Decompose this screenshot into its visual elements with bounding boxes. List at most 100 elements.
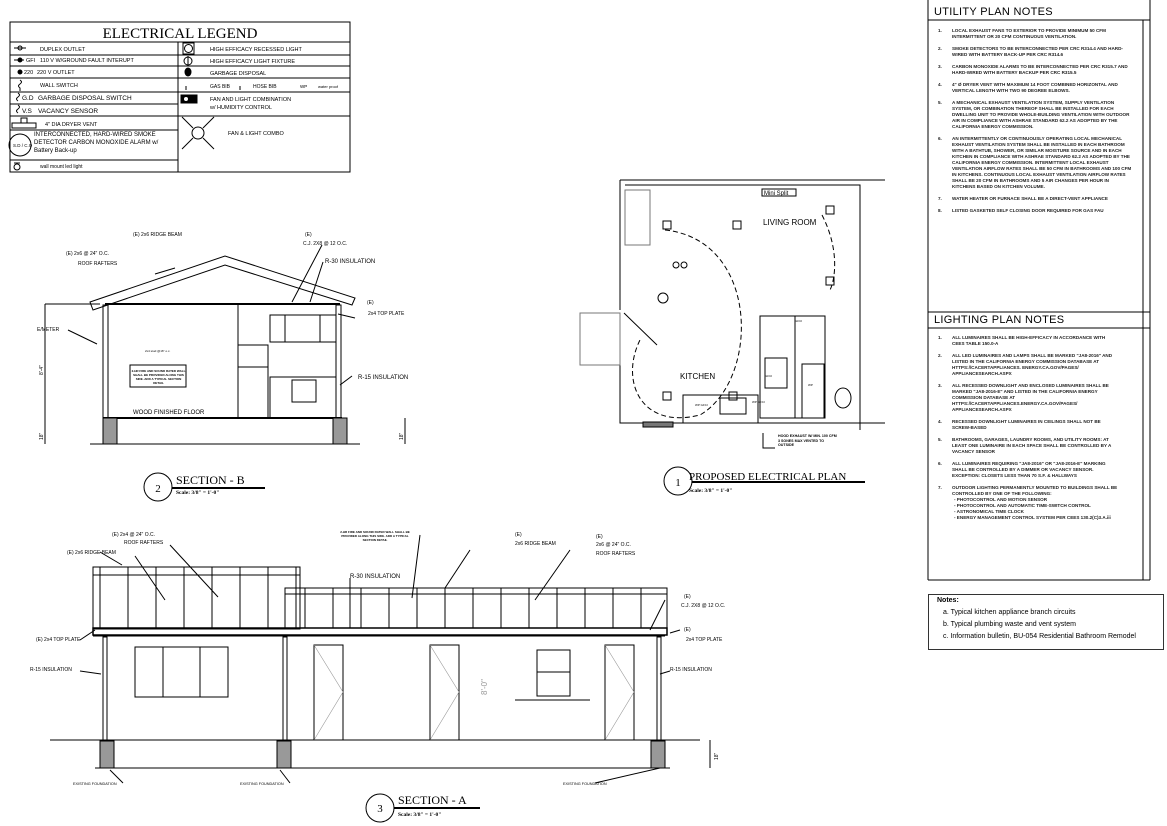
tag: WP GFCI bbox=[752, 400, 765, 404]
legend-label: 220 V OUTLET bbox=[37, 70, 75, 76]
label-top-plate: (E) bbox=[684, 627, 691, 633]
notes-frame bbox=[927, 0, 1151, 581]
label-top-plate: 2x4 TOP PLATE bbox=[368, 311, 405, 317]
note-item: 4.4" Ø DRYER VENT WITH MAXIMUM 14 FOOT C… bbox=[938, 82, 1118, 93]
vs-switch-icon bbox=[16, 104, 20, 114]
note-item: c. Information bulletin, BU-054 Resident… bbox=[943, 633, 1136, 640]
tag: WP bbox=[808, 383, 813, 387]
lighting-notes-list: 1.ALL LUMINAIRES SHALL BE HIGH-EFFICACY … bbox=[938, 335, 1118, 527]
legend-title: ELECTRICAL LEGEND bbox=[103, 26, 258, 42]
legend-label: HOSE BIB bbox=[253, 84, 277, 90]
garbage-disposal-icon bbox=[184, 67, 192, 77]
electrical-legend bbox=[8, 21, 351, 173]
legend-label: GARBAGE DISPOSAL bbox=[210, 71, 266, 77]
duplex-outlet-icon bbox=[14, 45, 26, 51]
note-item: 8.LISTED GASKETED SELF CLOSING DOOR REQU… bbox=[938, 208, 1104, 213]
label-top-plate: (E) bbox=[367, 300, 374, 306]
legend-label: FAN AND LIGHT COMBINATION bbox=[210, 97, 291, 103]
legend-code: S.D / C.O bbox=[13, 143, 33, 148]
legend-label: DUPLEX OUTLET bbox=[40, 47, 86, 53]
fan-light-icon bbox=[180, 94, 198, 104]
label-ceiling-joist: C.J. 2X8 @ 12 O.C. bbox=[303, 241, 347, 247]
label-top-plate: (E) 2x4 TOP PLATE bbox=[36, 637, 81, 643]
dryer-vent-icon bbox=[11, 117, 37, 129]
wall-light-icon bbox=[13, 162, 21, 171]
bib-icon bbox=[185, 86, 241, 90]
note-item: 1.ALL LUMINAIRES SHALL BE HIGH-EFFICACY … bbox=[938, 335, 1106, 346]
note-item: 7.WATER HEATER OR FURNACE SHALL BE A DIR… bbox=[938, 196, 1108, 201]
wall-switch-icon bbox=[18, 79, 22, 91]
room-label-living: LIVING ROOM bbox=[763, 218, 817, 227]
220-outlet-icon bbox=[17, 69, 23, 75]
label-r15: R-15 INSULATION bbox=[670, 667, 712, 673]
note-item: 4.RECESSED DOWNLIGHT LUMINAIRES IN CEILI… bbox=[938, 419, 1101, 430]
lighting-notes-title: LIGHTING PLAN NOTES bbox=[934, 314, 1065, 326]
plan-number: 1 bbox=[675, 477, 681, 489]
legend-label: w/ HUMIDITY CONTROL bbox=[209, 105, 272, 111]
label-ridge-beam: (E) 2x6 RIDGE BEAM bbox=[133, 232, 182, 238]
label-ridge-beam: (E) bbox=[515, 532, 522, 538]
legend-code: G.D bbox=[22, 95, 34, 102]
note-item: 1.LOCAL EXHAUST FANS TO EXTERIOR TO PROV… bbox=[938, 28, 1106, 39]
legend-code: V.S bbox=[22, 108, 33, 115]
legend-label: FAN & LIGHT COMBO bbox=[228, 131, 285, 137]
label-wall-note: 2-HR FIRE AND SOUND RATED WALL SHALL BE … bbox=[340, 530, 410, 542]
note-item: 5.A MECHANICAL EXHAUST VENTILATION SYSTE… bbox=[938, 100, 1130, 129]
room-label-kitchen: KITCHEN bbox=[680, 372, 715, 381]
dim-footing: 18" bbox=[39, 432, 45, 440]
gd-switch-icon bbox=[16, 92, 20, 102]
label-foundation: EXISTING FOUNDATION bbox=[73, 782, 117, 786]
label-floor: WOOD FINISHED FLOOR bbox=[133, 410, 205, 416]
label-foundation: EXISTING FOUNDATION bbox=[240, 782, 284, 786]
legend-label: HIGH EFFICACY LIGHT FIXTURE bbox=[210, 59, 295, 65]
label-hood-note: HOOD EXHAUST W/ MIN. 100 CFM 3 SONES MAX… bbox=[778, 434, 837, 447]
label-r15: R-15 INSULATION bbox=[358, 375, 408, 381]
note-item: b. Typical plumbing waste and vent syste… bbox=[943, 621, 1076, 628]
note-item: 7.OUTDOOR LIGHTING PERMANENTLY MOUNTED T… bbox=[938, 485, 1118, 520]
note-item: 6.AN INTERMITTENTLY OR CONTINUOUSLY OPER… bbox=[938, 136, 1132, 189]
label-ridge-beam: 2x6 RIDGE BEAM bbox=[515, 541, 556, 547]
legend-label: GAS BIB bbox=[210, 84, 231, 90]
legend-label: WP bbox=[300, 84, 307, 89]
label-ceiling-joist: (E) bbox=[684, 594, 691, 600]
section-title: SECTION - B bbox=[176, 473, 245, 487]
label-meter: E/METER bbox=[37, 327, 60, 333]
label-mini-split: Mini Split bbox=[764, 191, 789, 197]
dim-height: 8'-4" bbox=[39, 365, 45, 375]
section-title: SECTION - A bbox=[398, 793, 467, 807]
legend-label: 110 V W/GROUND FAULT INTERUPT bbox=[40, 58, 134, 64]
label-ceiling-joist: (E) bbox=[305, 232, 312, 238]
legend-label: WALL SWITCH bbox=[40, 83, 78, 89]
label-r30: R-30 INSULATION bbox=[350, 574, 400, 580]
section-number: 2 bbox=[155, 483, 161, 495]
label-r30: R-30 INSULATION bbox=[325, 259, 375, 265]
recessed-light-icons bbox=[662, 205, 835, 401]
tag: GFCI bbox=[765, 374, 772, 378]
section-a-drawing bbox=[50, 534, 711, 823]
label-foundation: EXISTING FOUNDATION bbox=[563, 782, 607, 786]
light-fixture-icon bbox=[183, 56, 193, 66]
note-item: 5.BATHROOMS, GARAGES, LAUNDRY ROOMS, AND… bbox=[938, 437, 1112, 454]
note-item: 2.SMOKE DETECTORS TO BE INTERCONNECTED P… bbox=[938, 46, 1123, 57]
label-stud: 2x4 stud @16" o.c. bbox=[145, 349, 170, 353]
label-ridge-beam: (E) 2x6 RIDGE BEAM bbox=[67, 550, 116, 556]
legend-label: GARBAGE DISPOSAL SWITCH bbox=[38, 95, 132, 102]
section-scale: Scale: 3/8" = 1'-0" bbox=[398, 812, 441, 818]
general-notes-box: Notes: a. Typical kitchen appliance bran… bbox=[928, 594, 1164, 650]
note-item: a. Typical kitchen appliance branch circ… bbox=[943, 609, 1076, 616]
ceiling-fan-icon bbox=[181, 116, 215, 150]
utility-notes-title: UTILITY PLAN NOTES bbox=[934, 6, 1053, 18]
smoke-co-icon bbox=[8, 133, 32, 157]
label-top-plate: 2x4 TOP PLATE bbox=[686, 637, 723, 643]
section-b-drawing bbox=[44, 244, 406, 502]
note-item: 2.ALL LED LUMINAIRES AND LAMPS SHALL BE … bbox=[938, 353, 1113, 376]
legend-label: water proof bbox=[318, 84, 339, 89]
note-item: 3.CARBON MONOXIDE ALARMS TO BE INTERCONN… bbox=[938, 64, 1128, 75]
legend-label: 4" DIA DRYER VENT bbox=[45, 122, 98, 128]
dim-footing: 18" bbox=[714, 752, 720, 760]
label-ceiling-joist: C.J. 2X8 @ 12 O.C. bbox=[681, 603, 725, 609]
label-rafters: (E) 2x6 @ 24" O.C. bbox=[66, 251, 109, 257]
plan-title: PROPOSED ELECTRICAL PLAN bbox=[689, 471, 846, 483]
notes-title: Notes: bbox=[937, 597, 959, 604]
